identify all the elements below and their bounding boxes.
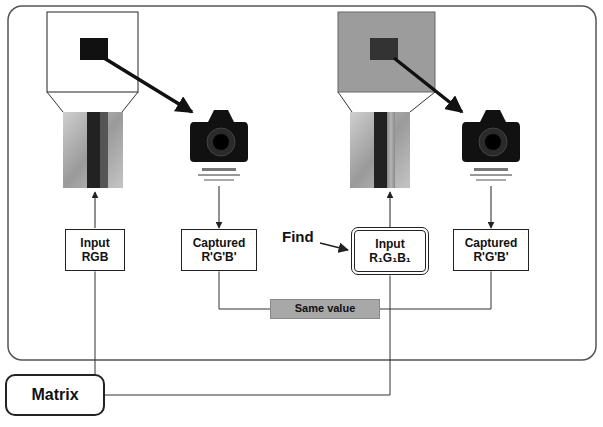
- capture-arrow: [104, 58, 192, 112]
- display-image: [350, 112, 410, 188]
- matrix-box: Matrix: [5, 374, 105, 415]
- process-box: Captured R'G'B': [181, 229, 257, 272]
- target-box: Input R₁G₁B₁: [351, 227, 429, 276]
- capture-arrow: [394, 58, 462, 112]
- outer-frame: [8, 6, 596, 360]
- callout-label: Find: [282, 228, 314, 245]
- display-band: [87, 112, 100, 188]
- node-text: Matrix: [13, 385, 97, 404]
- zoom-line: [410, 92, 435, 112]
- node-text: Input RGB: [71, 236, 119, 265]
- color-patch: [370, 38, 398, 60]
- camera-image: [190, 110, 248, 181]
- connector-line: [105, 275, 390, 395]
- flow-arrow: [95, 192, 96, 228]
- display-image: [63, 112, 123, 188]
- display-band: [100, 112, 108, 188]
- node-text: Captured R'G'B': [187, 236, 251, 265]
- camera-image: [462, 110, 520, 181]
- comparison-band: Same value: [270, 299, 380, 318]
- pointer-arrow: [320, 243, 348, 250]
- display-band: [387, 112, 395, 188]
- connector-line: [219, 271, 270, 309]
- color-patch: [80, 38, 108, 60]
- flow-arrow: [219, 186, 220, 228]
- zoom-line: [122, 92, 138, 112]
- connector-line: [95, 271, 96, 374]
- node-text: Captured R'G'B': [459, 236, 523, 265]
- zoom-line: [338, 92, 352, 112]
- flow-arrow: [491, 186, 492, 228]
- node-text: Same value: [275, 302, 375, 315]
- patch-square: [47, 12, 138, 92]
- process-box: Input RGB: [65, 229, 125, 272]
- display-band: [374, 112, 387, 188]
- connector-line: [380, 271, 491, 309]
- process-box: Captured R'G'B': [453, 229, 529, 272]
- node-text: Input R₁G₁B₁: [360, 237, 420, 266]
- zoom-line: [47, 92, 63, 112]
- flow-arrow: [390, 192, 391, 227]
